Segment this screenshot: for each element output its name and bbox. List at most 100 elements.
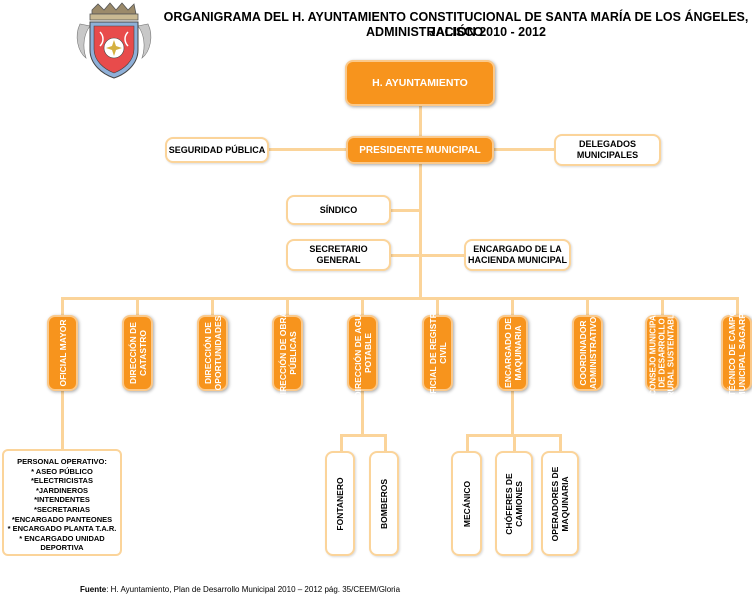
department-label: RURAL SUSTENTABLE <box>666 308 676 398</box>
secretario-label-line1: SECRETARIO <box>309 244 368 254</box>
connector-line <box>511 390 514 436</box>
ayuntamiento-box: H. AYUNTAMIENTO <box>345 60 495 106</box>
personal-item: * ENCARGADO UNIDAD <box>19 533 105 543</box>
department-label: PÚBLICAS <box>287 331 298 375</box>
chart-title-line2: ADMINISTRACIÓN 2010 - 2012 <box>366 25 546 39</box>
bomberos-label: BOMBEROS <box>379 478 389 529</box>
seguridad-publica-box: SEGURIDAD PÚBLICA <box>165 137 269 163</box>
connector-line <box>384 434 387 452</box>
mecanico-box: MECÁNICO <box>451 451 482 556</box>
department-label: MUNICIPAL SAGARPA <box>736 307 747 399</box>
delegados-label-line1: DELEGADOS <box>578 139 636 149</box>
connector-line <box>267 148 347 151</box>
department-label: CATASTRO <box>137 330 148 376</box>
personal-item: PERSONAL OPERATIVO: <box>17 457 107 466</box>
delegados-municipales-box: DELEGADOS MUNICIPALES <box>554 134 661 166</box>
connector-line <box>559 434 562 452</box>
department-label: TÉCNICO DE CAMPO <box>726 309 737 397</box>
department-label: CONSEJO MUNICIPAL <box>648 310 658 396</box>
source-text: : H. Ayuntamiento, Plan de Desarrollo Mu… <box>106 585 401 594</box>
department-label: OFICIAL MAYOR <box>57 319 68 387</box>
connector-line <box>61 297 64 317</box>
department-oficial-mayor: OFICIAL MAYOR <box>47 315 78 391</box>
operadores-label: OPERADORES DE <box>550 466 560 541</box>
hacienda-label-line1: ENCARGADO DE LA <box>473 244 562 254</box>
source-footnote: Fuente: H. Ayuntamiento, Plan de Desarro… <box>80 585 400 594</box>
fontanero-label: FONTANERO <box>335 476 345 531</box>
connector-line <box>61 390 64 450</box>
connector-line <box>390 209 420 212</box>
connector-line <box>211 297 214 317</box>
department-label: POTABLE <box>362 333 373 373</box>
personal-item: * ASEO PÚBLICO <box>31 466 93 476</box>
sindico-box: SÍNDICO <box>286 195 391 225</box>
connector-line <box>390 254 465 257</box>
connector-line <box>361 297 364 317</box>
delegados-label-line2: MUNICIPALES <box>576 150 639 160</box>
department-label: OFICIAL DE REGISTRO <box>427 305 438 401</box>
personal-item: *ELECTRICISTAS <box>31 476 93 486</box>
personal-item: * ENCARGADO PLANTA T.A.R. <box>7 524 117 534</box>
department-label: ENCARGADO DE <box>502 318 513 388</box>
department-label: DIRECCIÓN DE OBRAS <box>277 305 288 401</box>
connector-line <box>436 297 439 317</box>
connector-line <box>736 297 739 317</box>
connector-line <box>340 434 386 437</box>
connector-line <box>136 297 139 317</box>
hacienda-municipal-box: ENCARGADO DE LA HACIENDA MUNICIPAL <box>464 239 571 271</box>
sindico-label: SÍNDICO <box>319 204 358 215</box>
bomberos-box: BOMBEROS <box>369 451 399 556</box>
connector-line <box>661 297 664 317</box>
presidente-label: PRESIDENTE MUNICIPAL <box>359 144 481 156</box>
fontanero-box: FONTANERO <box>325 451 355 556</box>
department-label: DE DESARROLLO <box>657 318 667 388</box>
department-label: OPORTUNIDADES <box>212 315 223 391</box>
connector-line <box>511 297 514 317</box>
connector-line <box>340 434 343 452</box>
choferes-label: CHÓFERES DE <box>504 472 514 535</box>
department-label: CIVIL <box>437 342 448 364</box>
municipal-coat-of-arms <box>74 2 154 80</box>
connector-line <box>586 297 589 317</box>
secretario-label-line2: GENERAL <box>316 255 361 265</box>
ayuntamiento-label: H. AYUNTAMIENTO <box>372 76 468 89</box>
department-label: DIRECCIÓN DE AGUA <box>352 308 363 398</box>
connector-line <box>61 297 737 300</box>
department-label: DIRECCIÓN DE <box>127 322 138 384</box>
department-label: DIRECCIÓN DE <box>202 322 213 384</box>
department-label: COORDINADOR <box>577 320 588 386</box>
connector-line <box>419 105 422 137</box>
personal-item: *ENCARGADO PANTEONES <box>11 514 113 524</box>
choferes-label: CAMIONES <box>514 480 524 527</box>
personal-item: *JARDINEROS <box>35 485 89 495</box>
personal-item: *INTENDENTES <box>34 495 90 505</box>
connector-line <box>513 434 516 452</box>
hacienda-label-line2: HACIENDA MUNICIPAL <box>468 255 567 265</box>
presidente-municipal-box: PRESIDENTE MUNICIPAL <box>346 136 494 164</box>
operadores-label: MAQUINARIA <box>560 475 570 532</box>
connector-line <box>361 390 364 436</box>
connector-line <box>493 148 555 151</box>
personal-operativo-box: PERSONAL OPERATIVO: * ASEO PÚBLICO *ELEC… <box>2 449 122 556</box>
personal-item: DEPORTIVA <box>40 543 84 553</box>
seguridad-label: SEGURIDAD PÚBLICA <box>168 144 266 155</box>
secretario-general-box: SECRETARIO GENERAL <box>286 239 391 271</box>
department-label: ADMINISTRATIVO <box>587 316 598 390</box>
personal-item: *SECRETARIAS <box>33 504 91 514</box>
connector-line <box>419 163 422 299</box>
department-label: MAQUINARIA <box>512 325 523 381</box>
connector-line <box>286 297 289 317</box>
source-label: Fuente <box>80 585 107 594</box>
connector-line <box>466 434 469 452</box>
